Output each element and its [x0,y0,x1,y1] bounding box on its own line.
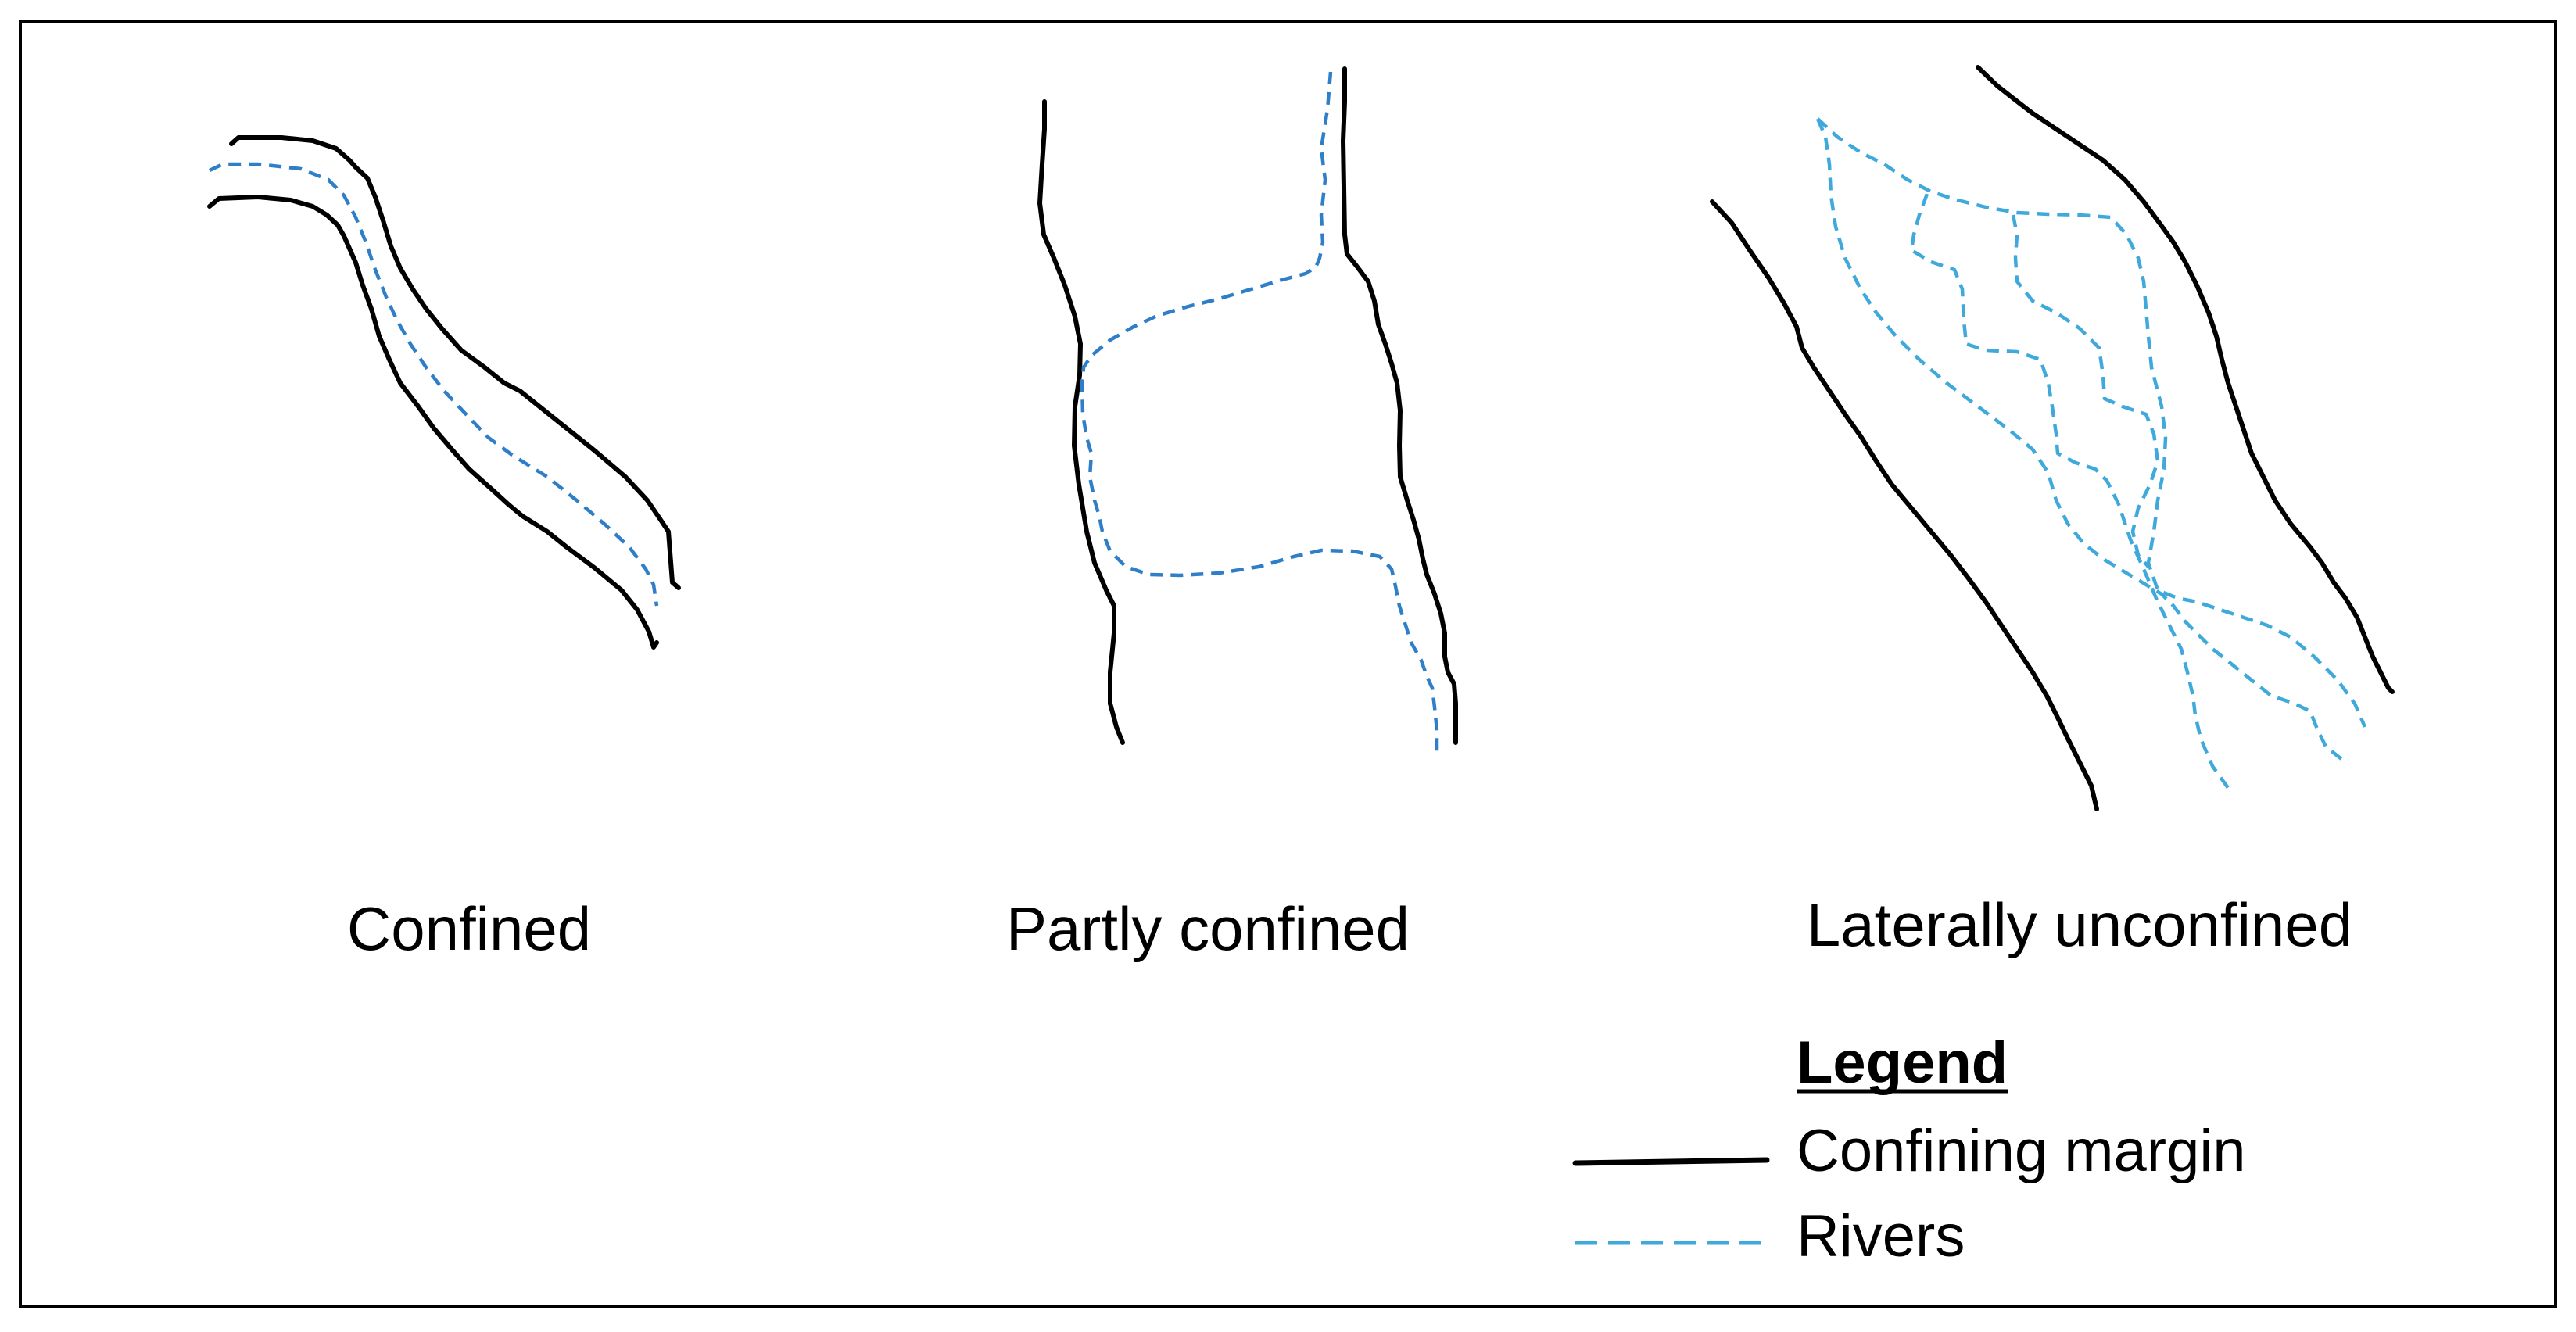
confining-margin-east [1976,65,2395,694]
legend: Legend Confining margin Rivers [1572,1029,2246,1269]
caption-confined: Confined [347,894,591,963]
river-braid-middle [1909,193,2234,795]
river-braid-northwest [1816,117,2367,728]
legend-label-rivers: Rivers [1797,1203,1965,1269]
river-partly-confined [1080,71,1439,758]
laterally-unconfined-panel: Laterally unconfined [1710,65,2395,959]
river-network-braided [1815,117,2367,795]
caption-partly-confined: Partly confined [1006,894,1410,963]
legend-swatch-confining-margin [1572,1157,1770,1166]
confining-margin-left [1037,99,1125,745]
confined-panel: Confined [207,135,681,963]
confining-margin-west [1710,199,2099,811]
confining-margin-lower [207,195,659,650]
caption-laterally-unconfined: Laterally unconfined [1807,890,2352,959]
figure-border [19,20,2557,1308]
legend-title: Legend [1797,1029,2008,1096]
river-braid-inner [2011,214,2160,568]
river-braid-west [1815,118,2347,764]
river-confined [209,162,659,607]
partly-confined-panel: Partly confined [1006,66,1458,963]
confining-margin-right [1341,66,1458,745]
confining-margin-upper [229,135,681,590]
legend-label-confining-margin: Confining margin [1797,1118,2246,1184]
